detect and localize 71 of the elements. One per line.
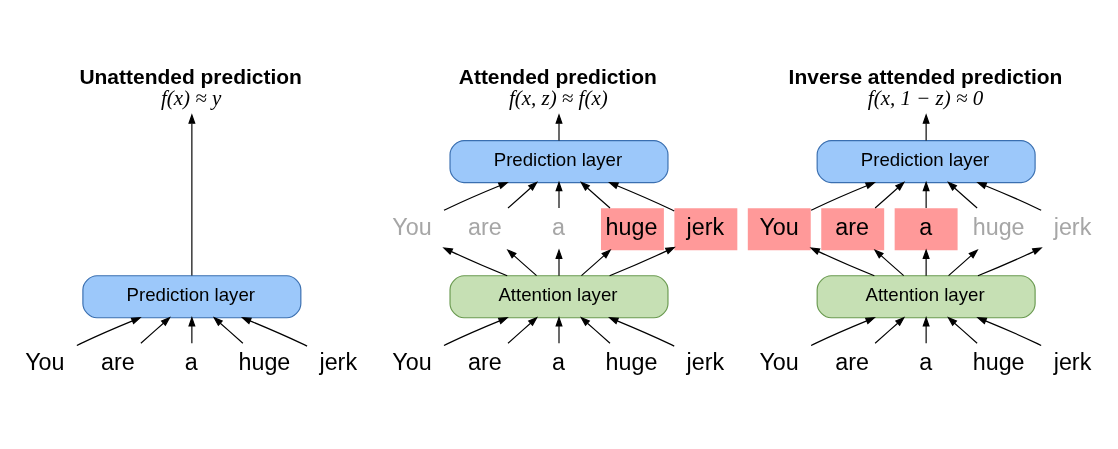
node-text: huge bbox=[605, 349, 658, 376]
node-text: jerk bbox=[686, 349, 725, 376]
arrow bbox=[442, 247, 508, 277]
node-box: are bbox=[821, 208, 885, 251]
arrow bbox=[443, 317, 509, 347]
node-box: jerk bbox=[674, 208, 738, 251]
node-text: huge bbox=[972, 349, 1025, 376]
arrow bbox=[240, 317, 308, 347]
node-text: You bbox=[392, 213, 432, 240]
arrow bbox=[609, 246, 676, 277]
node-text: huge bbox=[972, 213, 1025, 240]
node-text: jerk bbox=[1053, 349, 1092, 376]
node-text: Attended prediction f(x, z) ≈ f(x) bbox=[458, 64, 657, 110]
arrow bbox=[555, 180, 563, 209]
arrow bbox=[947, 181, 978, 209]
arrow bbox=[579, 181, 611, 209]
arrow bbox=[922, 113, 930, 142]
arrow bbox=[810, 317, 876, 347]
arrow bbox=[555, 248, 563, 277]
arrow bbox=[810, 181, 876, 211]
arrow bbox=[947, 316, 978, 344]
arrow bbox=[874, 181, 906, 209]
arrow bbox=[809, 247, 875, 277]
arrow bbox=[188, 113, 196, 277]
arrow bbox=[507, 316, 539, 344]
arrow bbox=[555, 315, 563, 344]
node-text: You bbox=[392, 349, 432, 376]
arrow bbox=[76, 317, 142, 347]
arrow bbox=[443, 181, 509, 211]
node-box: Attention layer bbox=[816, 275, 1036, 319]
arrow bbox=[874, 316, 906, 344]
arrow bbox=[922, 180, 930, 209]
arrow bbox=[947, 248, 979, 277]
arrow bbox=[608, 317, 675, 347]
node-text: You bbox=[25, 349, 65, 376]
node-text: You bbox=[759, 349, 799, 376]
arrow bbox=[977, 247, 1043, 277]
arrow bbox=[922, 315, 930, 344]
node-text: Unattended prediction f(x) ≈ y bbox=[79, 64, 302, 110]
arrow bbox=[922, 248, 930, 277]
node-text: are bbox=[835, 349, 869, 376]
node-text: are bbox=[468, 349, 502, 376]
arrow bbox=[212, 316, 244, 344]
node-text: are bbox=[100, 349, 135, 376]
node-text: huge bbox=[238, 349, 291, 376]
node-text: jerk bbox=[319, 349, 358, 376]
arrow bbox=[506, 248, 538, 277]
arrow bbox=[608, 181, 675, 212]
arrow bbox=[555, 113, 563, 142]
node-text: a bbox=[184, 349, 198, 376]
arrow bbox=[579, 316, 611, 344]
node-text: a bbox=[552, 349, 565, 376]
arrow bbox=[976, 181, 1042, 211]
node-text: a bbox=[919, 349, 933, 376]
node-box: Prediction layer bbox=[82, 275, 302, 319]
node-box: You bbox=[747, 208, 811, 251]
arrow bbox=[873, 248, 905, 277]
node-box: huge bbox=[600, 208, 664, 251]
node-text: are bbox=[468, 213, 502, 240]
arrow bbox=[507, 181, 539, 209]
arrow bbox=[580, 248, 612, 277]
node-box: Prediction layer bbox=[816, 140, 1036, 184]
node-box: a bbox=[894, 208, 958, 251]
node-text: Inverse attended prediction f(x, 1 − z) ≈ 0 bbox=[788, 64, 1063, 110]
node-box: Prediction layer bbox=[449, 140, 669, 184]
arrow bbox=[976, 317, 1042, 347]
arrow bbox=[140, 316, 171, 344]
node-box: Attention layer bbox=[449, 275, 669, 319]
node-text: a bbox=[552, 213, 565, 240]
node-text: jerk bbox=[1053, 213, 1092, 240]
arrow bbox=[188, 315, 196, 344]
